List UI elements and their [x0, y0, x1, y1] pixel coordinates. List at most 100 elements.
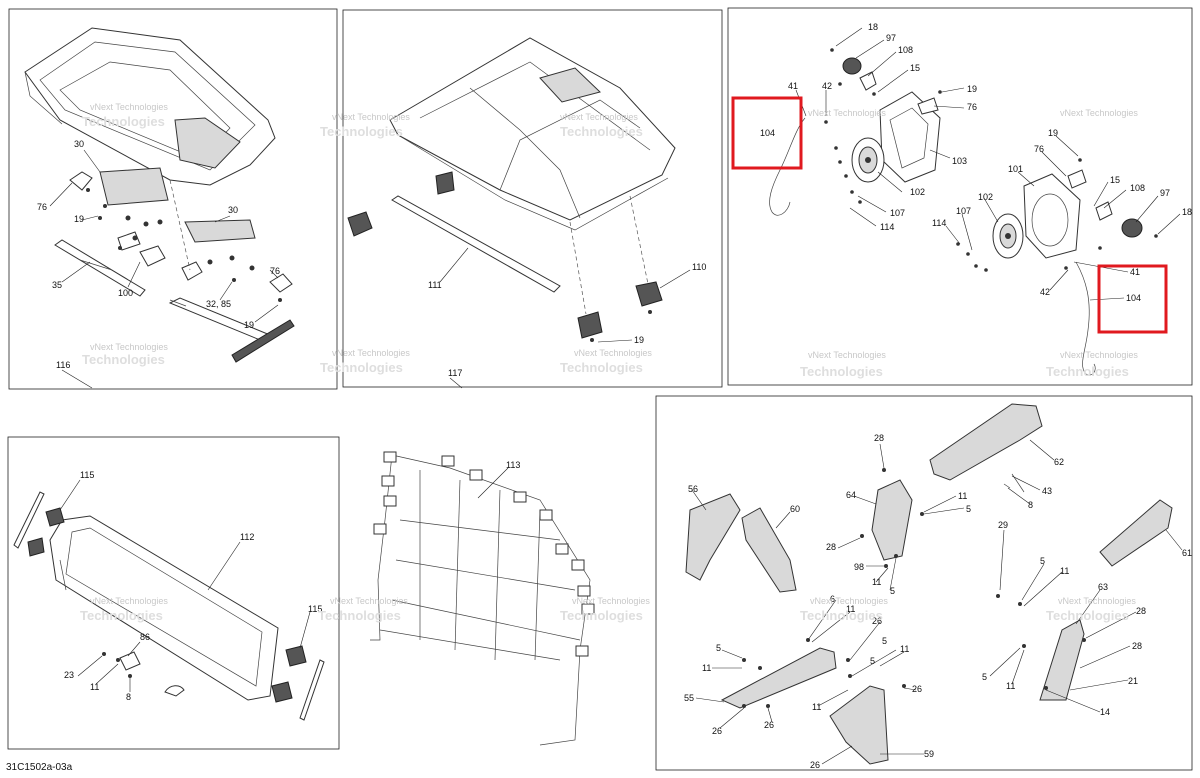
ref-30: 30	[74, 139, 84, 149]
clip-76-left	[69, 171, 93, 191]
clip-76-right	[269, 273, 293, 293]
ref-28: 28	[874, 433, 884, 443]
ref-76: 76	[1034, 144, 1044, 154]
watermarks: vNext Technologies vNext Technologies vN…	[80, 102, 1138, 623]
assembly-116: 116	[56, 360, 70, 370]
ref-28: 28	[826, 542, 836, 552]
highlight-box-104-upper	[731, 96, 803, 170]
ref-15: 15	[910, 63, 920, 73]
panel-112: 115 112 86 23 11 8 115	[7, 436, 340, 750]
panel-116-frame	[8, 8, 338, 390]
ref-56: 56	[688, 484, 698, 494]
ref-28: 28	[1132, 641, 1142, 651]
panel-speakers-frame	[727, 7, 1193, 386]
watermark: vNext Technologies	[1058, 596, 1136, 606]
watermark: vNext Technologies	[574, 348, 652, 358]
ref-15: 15	[1110, 175, 1120, 185]
watermark-large: Technologies	[80, 608, 163, 623]
ref-11: 11	[958, 491, 967, 501]
trim-62	[929, 403, 1043, 481]
ref-18: 18	[1182, 207, 1192, 217]
ref-76: 76	[37, 202, 47, 212]
panel-113: 113	[370, 451, 595, 746]
ref-11: 11	[872, 577, 881, 587]
panel-speakers: 18 97 108 15 19 76 41 42 104 103 102 107…	[727, 7, 1193, 386]
ref-104-highlighted: 104	[1126, 293, 1141, 303]
wire-harness-104-upper	[769, 117, 806, 216]
ref-19: 19	[74, 214, 84, 224]
seal-strip-right	[299, 659, 325, 721]
bracket-part-2	[181, 261, 203, 281]
ref-5: 5	[882, 636, 887, 646]
ref-11: 11	[1060, 566, 1069, 576]
ref-18: 18	[868, 22, 878, 32]
ref-100: 100	[118, 288, 133, 298]
ref-14: 14	[1100, 707, 1110, 717]
watermark: vNext Technologies	[808, 350, 886, 360]
watermark-large: Technologies	[800, 364, 883, 379]
watermark: vNext Technologies	[90, 596, 168, 606]
body-leader-lines	[691, 439, 1183, 765]
liner-pad-30-a	[99, 167, 169, 206]
watermark-large: Technologies	[82, 114, 165, 129]
ref-111: 111	[428, 280, 442, 290]
speaker-pod-101	[1023, 173, 1081, 259]
ref-76: 76	[967, 102, 977, 112]
watermark: vNext Technologies	[1060, 108, 1138, 118]
clip-100	[139, 245, 166, 267]
ref-11: 11	[90, 682, 99, 692]
watermark-large: Technologies	[1046, 364, 1129, 379]
watermark: vNext Technologies	[332, 112, 410, 122]
watermark-large: Technologies	[560, 608, 643, 623]
ref-107: 107	[956, 206, 971, 216]
watermark-large: Technologies	[320, 360, 403, 375]
ref-5: 5	[966, 504, 971, 514]
watermark: vNext Technologies	[1060, 350, 1138, 360]
latch-block-left	[347, 211, 373, 237]
ref-55: 55	[684, 693, 694, 703]
panel-body-frame	[655, 395, 1193, 771]
latch-115-c	[285, 645, 307, 667]
watermark-large: Technologies	[560, 360, 643, 375]
bracket-108-upper	[859, 71, 877, 91]
panel-117: 111 110 19 117	[342, 9, 723, 389]
ref-104-highlighted: 104	[760, 128, 775, 138]
ref-115: 115	[308, 604, 322, 614]
ref-11: 11	[812, 702, 821, 712]
ref-5: 5	[982, 672, 987, 682]
ref-26: 26	[872, 616, 882, 626]
ref-41: 41	[788, 81, 798, 91]
fasteners	[86, 188, 282, 302]
ref-113: 113	[506, 460, 520, 470]
panel-61	[1099, 499, 1173, 567]
ref-26: 26	[810, 760, 820, 770]
latch-lower	[577, 311, 603, 339]
watermark-large: Technologies	[560, 124, 643, 139]
latch-115-a	[45, 507, 65, 527]
speaker-102-upper	[851, 137, 885, 183]
ref-76: 76	[270, 266, 280, 276]
ref-29: 29	[998, 520, 1008, 530]
panel-64	[871, 479, 913, 561]
bracket-76-lower	[1067, 169, 1087, 189]
ref-5: 5	[890, 586, 895, 596]
panel-117-frame	[342, 9, 723, 388]
latch-110	[635, 281, 663, 307]
leader-lines-117	[439, 247, 691, 389]
ref-63: 63	[1098, 582, 1108, 592]
ref-86: 86	[140, 632, 150, 642]
ref-102: 102	[910, 187, 925, 197]
highlight-box-104-lower	[1097, 264, 1168, 334]
net-clips	[373, 451, 595, 657]
ref-114: 114	[880, 222, 894, 232]
seal-strip-bottom	[231, 319, 295, 363]
panel-56	[685, 493, 741, 581]
watermark-large: Technologies	[1046, 608, 1129, 623]
ref-19: 19	[1048, 128, 1058, 138]
latch-115-b	[27, 537, 45, 557]
ref-103: 103	[952, 156, 967, 166]
leader-lines-112	[59, 479, 311, 692]
rear-window-frame-112	[49, 515, 279, 701]
hinge-86	[119, 651, 141, 671]
